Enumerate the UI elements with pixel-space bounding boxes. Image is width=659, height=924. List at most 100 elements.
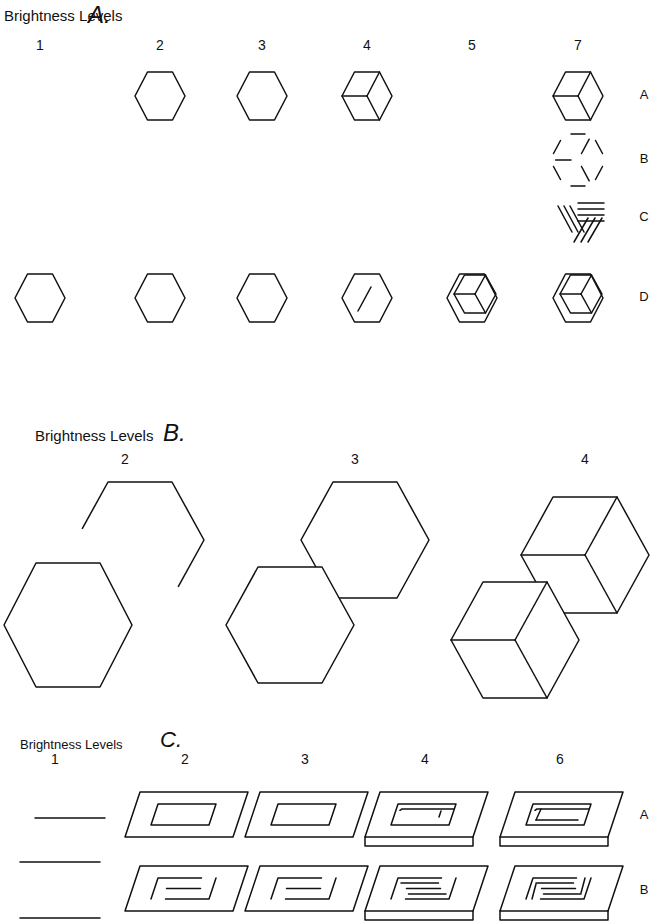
hatch-stroke (578, 214, 604, 216)
inner-bar (167, 888, 201, 890)
hatch-stroke (578, 202, 604, 204)
inner-bend (286, 878, 337, 899)
section-heading: Brightness Levels (20, 738, 123, 752)
inner-bend (271, 878, 322, 899)
cube-edge (367, 96, 380, 120)
fragment-stroke (571, 185, 585, 187)
row-letter: A (640, 88, 649, 102)
cube-edge (581, 294, 592, 313)
row-letter: A (640, 808, 649, 822)
level-number: 3 (351, 452, 359, 467)
inner-depth (401, 882, 439, 884)
level-number: 2 (181, 752, 189, 767)
cube-outline (454, 275, 496, 313)
inner-outline (271, 804, 336, 825)
inner-depth (544, 893, 582, 895)
row-letter: B (640, 152, 649, 166)
hatch-stroke (564, 206, 578, 232)
cube-edge (451, 639, 515, 641)
inner-ledge (536, 809, 541, 820)
line-drawings (4, 72, 649, 920)
frame-outline (125, 866, 248, 911)
frame-outline (245, 792, 368, 837)
level-number: 4 (581, 452, 589, 467)
cube-edge (560, 293, 581, 295)
hexagon-outline (553, 274, 603, 322)
cube-outline (451, 582, 579, 698)
cube-edge (342, 95, 367, 97)
fragment-stroke (596, 141, 603, 154)
level-number: 2 (156, 38, 164, 53)
cube-edge (578, 72, 591, 96)
hexagon-outline (447, 274, 497, 322)
fragment-stroke (582, 139, 590, 153)
fragment-stroke (554, 141, 561, 154)
frame-outline (365, 792, 488, 837)
cube-edge (367, 72, 380, 96)
inner-ledge (532, 884, 536, 899)
hexagon-outline (4, 563, 132, 687)
inner-outline (526, 804, 591, 825)
frame-depth (500, 911, 608, 920)
inner-tick (439, 811, 441, 817)
cube-edge (454, 293, 475, 295)
inner-outline (391, 804, 456, 825)
inner-bend (406, 878, 457, 899)
hatch-stroke (588, 218, 602, 242)
inner-depth (536, 882, 574, 884)
cube-edge (578, 96, 591, 120)
row-letter: D (639, 290, 648, 304)
inner-ledge (581, 878, 585, 893)
inner-bend (541, 878, 592, 899)
fragment-stroke (596, 167, 603, 180)
level-number: 3 (258, 38, 266, 53)
level-number: 7 (574, 38, 582, 53)
hexagon-outline (15, 274, 65, 322)
inner-stroke (358, 287, 371, 311)
inner-bend (526, 878, 577, 899)
inner-bend (151, 878, 202, 899)
inner-bar (542, 888, 576, 890)
level-number: 3 (301, 752, 309, 767)
cube-outline (342, 72, 392, 120)
frame-depth (365, 837, 473, 846)
section-heading: Brightness Levels (35, 428, 153, 445)
level-number: 4 (363, 38, 371, 53)
inner-bend (391, 878, 442, 899)
level-number: 4 (421, 752, 429, 767)
hatch-stroke (558, 206, 572, 232)
cube-edge (585, 555, 617, 613)
plain-line (20, 861, 100, 863)
cube-edge (475, 275, 486, 294)
cube-edge (475, 294, 486, 313)
section-letter: A. (88, 2, 111, 28)
hatch-stroke (574, 218, 588, 242)
cube-edge (581, 275, 592, 294)
plain-line (20, 917, 100, 919)
row-letter: B (640, 883, 649, 897)
frame-outline (245, 866, 368, 911)
cube-edge (553, 95, 578, 97)
section-letter: C. (160, 728, 182, 752)
hexagon-outline (237, 72, 287, 120)
inner-outline (151, 804, 216, 825)
cube-edge (585, 497, 617, 555)
inner-depth (400, 809, 454, 810)
fragment-stroke (571, 133, 585, 135)
inner-bend (166, 878, 217, 899)
inner-depth (535, 809, 589, 810)
inner-bar (407, 888, 441, 890)
cube-edge (515, 582, 547, 640)
frame-depth (500, 837, 608, 846)
cube-outline (553, 72, 603, 120)
cube-edge (515, 640, 547, 698)
partial-hexagon (82, 482, 204, 586)
hexagon-outline (237, 274, 287, 322)
hexagon-outline (226, 567, 354, 683)
frame-outline (125, 792, 248, 837)
inner-depth (409, 893, 447, 895)
frame-outline (365, 866, 488, 911)
inner-ledge (536, 819, 578, 821)
